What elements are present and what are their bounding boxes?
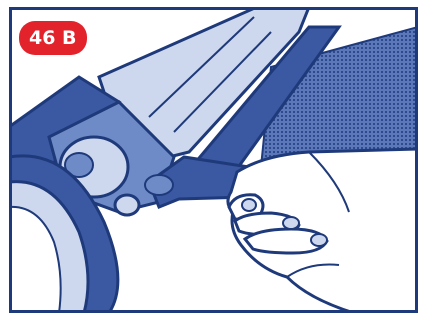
axle-pin	[115, 195, 139, 215]
step-badge: 46 B	[19, 21, 87, 55]
